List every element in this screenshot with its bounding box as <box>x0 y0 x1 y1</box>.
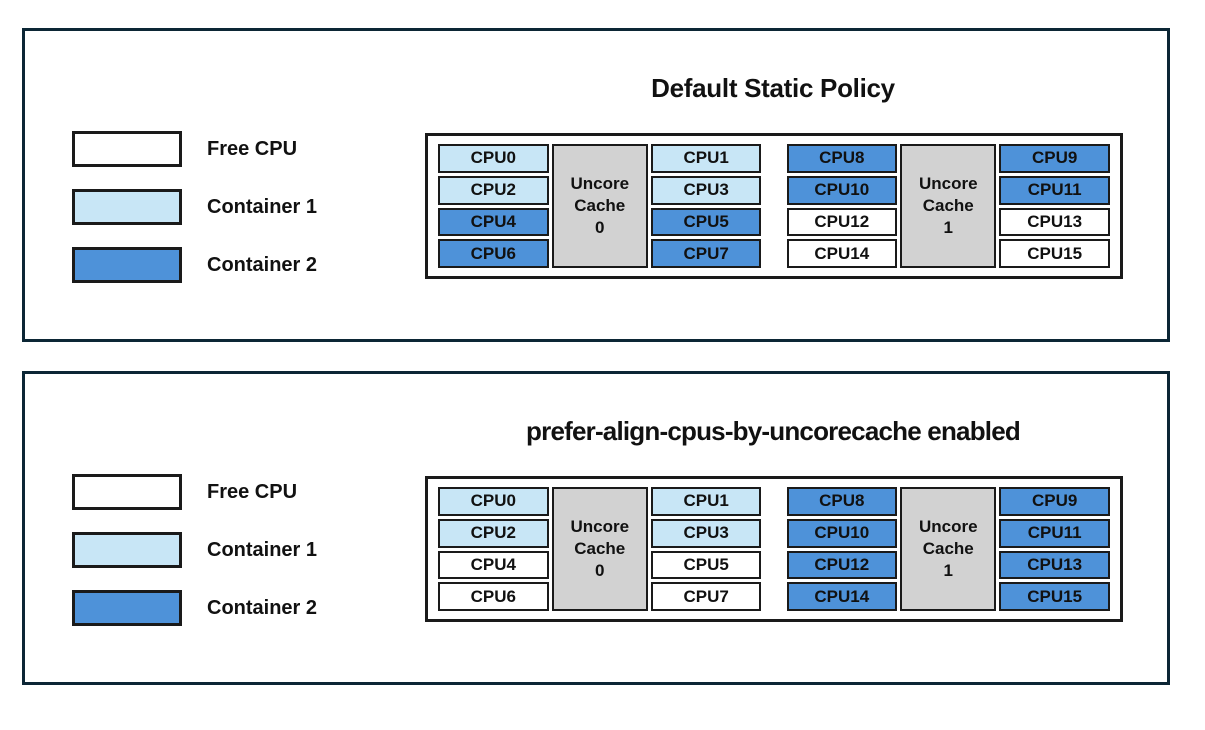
cpu-cell: CPU1 <box>650 487 762 516</box>
legend-label: Container 1 <box>207 195 318 218</box>
cpu-cell: CPU3 <box>650 518 762 548</box>
cpu-cell: CPU6 <box>438 582 549 611</box>
legend-item-container-2: Container 2 <box>72 247 317 283</box>
cpu-cell: CPU10 <box>786 518 898 548</box>
cpu-cell: CPU4 <box>438 550 549 580</box>
cpu-cell: CPU7 <box>650 582 762 611</box>
panel-prefer-align-cpus-by-uncorecache: prefer-align-cpus-by-uncorecache enabled… <box>22 371 1170 685</box>
legend-swatch-container-1 <box>72 532 182 568</box>
cpu-cell: CPU14 <box>786 582 898 611</box>
cpu-cell: CPU8 <box>786 487 898 516</box>
panel-title: Default Static Policy <box>651 73 895 103</box>
cpu-cell: CPU11 <box>999 518 1110 548</box>
cpu-cell: CPU3 <box>650 175 762 205</box>
cpu-column-right: CPU9 CPU11 CPU13 CPU15 <box>999 487 1110 611</box>
cpu-cell: CPU9 <box>999 144 1110 173</box>
cpu-cell: CPU12 <box>786 207 898 237</box>
cpu-cell: CPU10 <box>786 175 898 205</box>
legend-swatch-container-2 <box>72 590 182 626</box>
legend-label: Container 1 <box>207 538 318 561</box>
legend: Free CPU Container 1 Container 2 <box>72 131 317 283</box>
uncore-group-1: CPU8 CPU10 CPU12 CPU14 Uncore Cache 1 CP… <box>786 487 1111 611</box>
cpu-cell: CPU5 <box>650 550 762 580</box>
cpu-cell: CPU6 <box>438 239 549 268</box>
legend-item-container-1: Container 1 <box>72 532 317 568</box>
uncore-group-0: CPU0 CPU2 CPU4 CPU6 Uncore Cache 0 CPU1 … <box>438 144 762 268</box>
cpu-cell: CPU7 <box>650 239 762 268</box>
panel-title: prefer-align-cpus-by-uncorecache enabled <box>526 416 1021 446</box>
cpu-cell: CPU9 <box>999 487 1110 516</box>
uncore-cache-1-cell: Uncore Cache 1 <box>900 487 997 611</box>
cpu-cell: CPU12 <box>786 550 898 580</box>
cpu-cell: CPU8 <box>786 144 898 173</box>
cpu-cell: CPU4 <box>438 207 549 237</box>
legend-label: Free CPU <box>207 137 298 160</box>
panel-default-static-policy: Default Static Policy Free CPU Container… <box>22 28 1170 342</box>
uncore-cache-0-cell: Uncore Cache 0 <box>551 487 648 611</box>
cpu-cell: CPU2 <box>438 175 549 205</box>
cpu-cell: CPU15 <box>999 239 1110 268</box>
cpu-cell: CPU13 <box>999 550 1110 580</box>
uncore-group-1: CPU8 CPU10 CPU12 CPU14 Uncore Cache 1 CP… <box>786 144 1111 268</box>
cpu-cell: CPU14 <box>786 239 898 268</box>
legend-item-free-cpu: Free CPU <box>72 474 317 510</box>
legend-swatch-free <box>72 131 182 167</box>
legend: Free CPU Container 1 Container 2 <box>72 474 317 626</box>
cpu-cell: CPU2 <box>438 518 549 548</box>
cpu-column-left: CPU0 CPU2 CPU4 CPU6 <box>438 487 549 611</box>
cpu-topology-diagram: CPU0 CPU2 CPU4 CPU6 Uncore Cache 0 CPU1 … <box>425 476 1123 622</box>
legend-item-container-2: Container 2 <box>72 590 317 626</box>
cpu-column-right: CPU9 CPU11 CPU13 CPU15 <box>999 144 1110 268</box>
cpu-topology-diagram: CPU0 CPU2 CPU4 CPU6 Uncore Cache 0 CPU1 … <box>425 133 1123 279</box>
legend-label: Container 2 <box>207 253 318 276</box>
cpu-column-left: CPU8 CPU10 CPU12 CPU14 <box>786 487 898 611</box>
legend-swatch-free <box>72 474 182 510</box>
cpu-cell: CPU5 <box>650 207 762 237</box>
cpu-cell: CPU0 <box>438 487 549 516</box>
cpu-column-right: CPU1 CPU3 CPU5 CPU7 <box>650 487 762 611</box>
uncore-group-0: CPU0 CPU2 CPU4 CPU6 Uncore Cache 0 CPU1 … <box>438 487 762 611</box>
cpu-column-left: CPU8 CPU10 CPU12 CPU14 <box>786 144 898 268</box>
cpu-cell: CPU1 <box>650 144 762 173</box>
cpu-cell: CPU11 <box>999 175 1110 205</box>
legend-swatch-container-1 <box>72 189 182 225</box>
legend-label: Container 2 <box>207 596 318 619</box>
legend-swatch-container-2 <box>72 247 182 283</box>
cpu-column-left: CPU0 CPU2 CPU4 CPU6 <box>438 144 549 268</box>
cpu-column-right: CPU1 CPU3 CPU5 CPU7 <box>650 144 762 268</box>
cpu-cell: CPU15 <box>999 582 1110 611</box>
uncore-cache-0-cell: Uncore Cache 0 <box>551 144 648 268</box>
cpu-cell: CPU0 <box>438 144 549 173</box>
uncore-cache-1-cell: Uncore Cache 1 <box>900 144 997 268</box>
legend-item-free-cpu: Free CPU <box>72 131 317 167</box>
legend-label: Free CPU <box>207 480 298 503</box>
cpu-cell: CPU13 <box>999 207 1110 237</box>
legend-item-container-1: Container 1 <box>72 189 317 225</box>
